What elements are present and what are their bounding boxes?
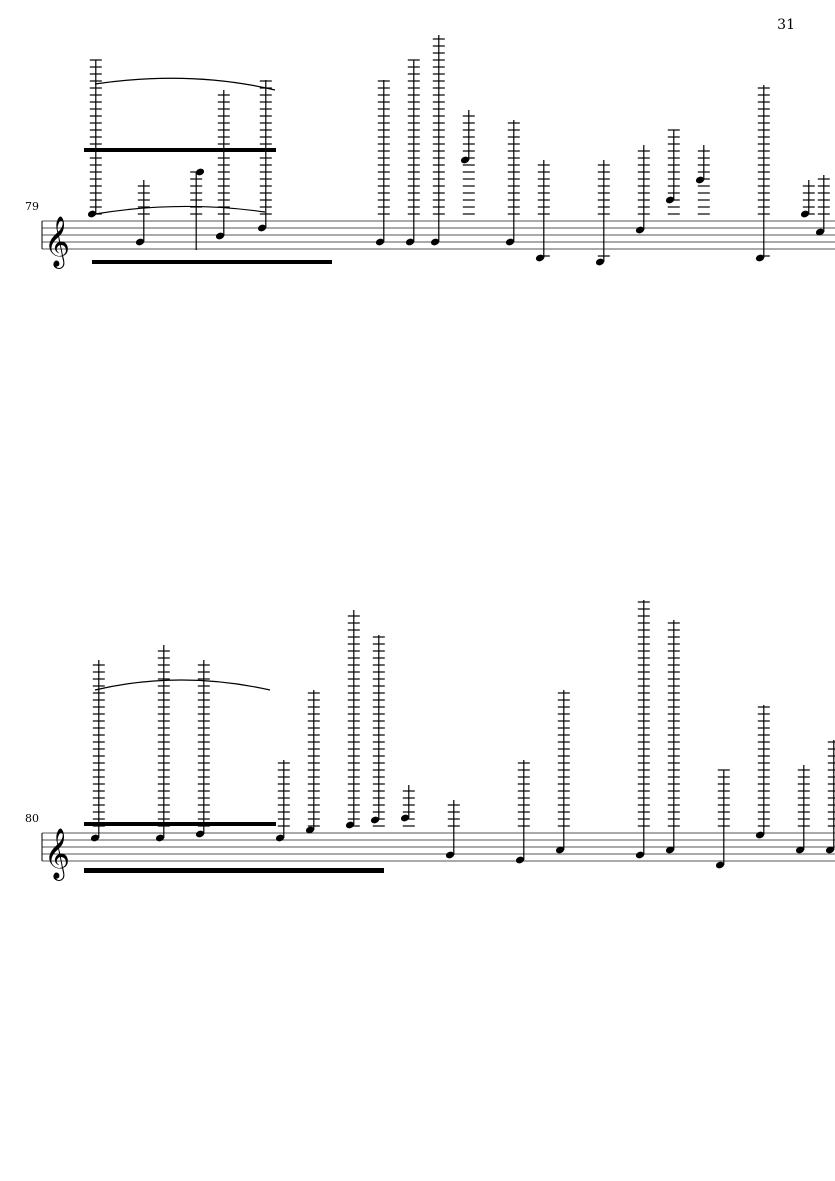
measure-number-80: 80 — [25, 812, 39, 825]
notehead — [257, 224, 267, 232]
notehead — [795, 846, 805, 854]
notehead — [305, 826, 315, 834]
notehead — [715, 861, 725, 869]
beam — [84, 868, 384, 873]
notehead — [135, 238, 145, 246]
notehead — [275, 834, 285, 842]
notehead — [595, 258, 605, 266]
notehead — [345, 821, 355, 829]
tie — [94, 205, 266, 215]
notehead — [665, 846, 675, 854]
notehead — [505, 238, 515, 246]
treble-clef-icon: 𝄞 — [44, 828, 70, 881]
notehead — [515, 856, 525, 864]
notehead — [90, 834, 100, 842]
beam — [84, 148, 276, 152]
notehead — [370, 816, 380, 824]
page-number: 31 — [777, 17, 795, 33]
measure-number-79: 79 — [25, 200, 39, 213]
notehead — [635, 851, 645, 859]
notehead — [755, 831, 765, 839]
notehead — [375, 238, 385, 246]
tie — [94, 77, 276, 91]
treble-clef-icon: 𝄞 — [44, 216, 70, 269]
notehead — [400, 814, 410, 822]
tie — [94, 679, 271, 691]
notehead — [555, 846, 565, 854]
notehead — [635, 226, 645, 234]
notehead — [825, 846, 835, 854]
notehead — [215, 232, 225, 240]
notehead — [445, 851, 455, 859]
beam — [92, 260, 332, 264]
notehead — [695, 176, 705, 184]
notehead — [155, 834, 165, 842]
notehead — [815, 228, 825, 236]
beam — [84, 822, 276, 826]
notehead — [430, 238, 440, 246]
notehead — [405, 238, 415, 246]
notehead — [195, 830, 205, 838]
